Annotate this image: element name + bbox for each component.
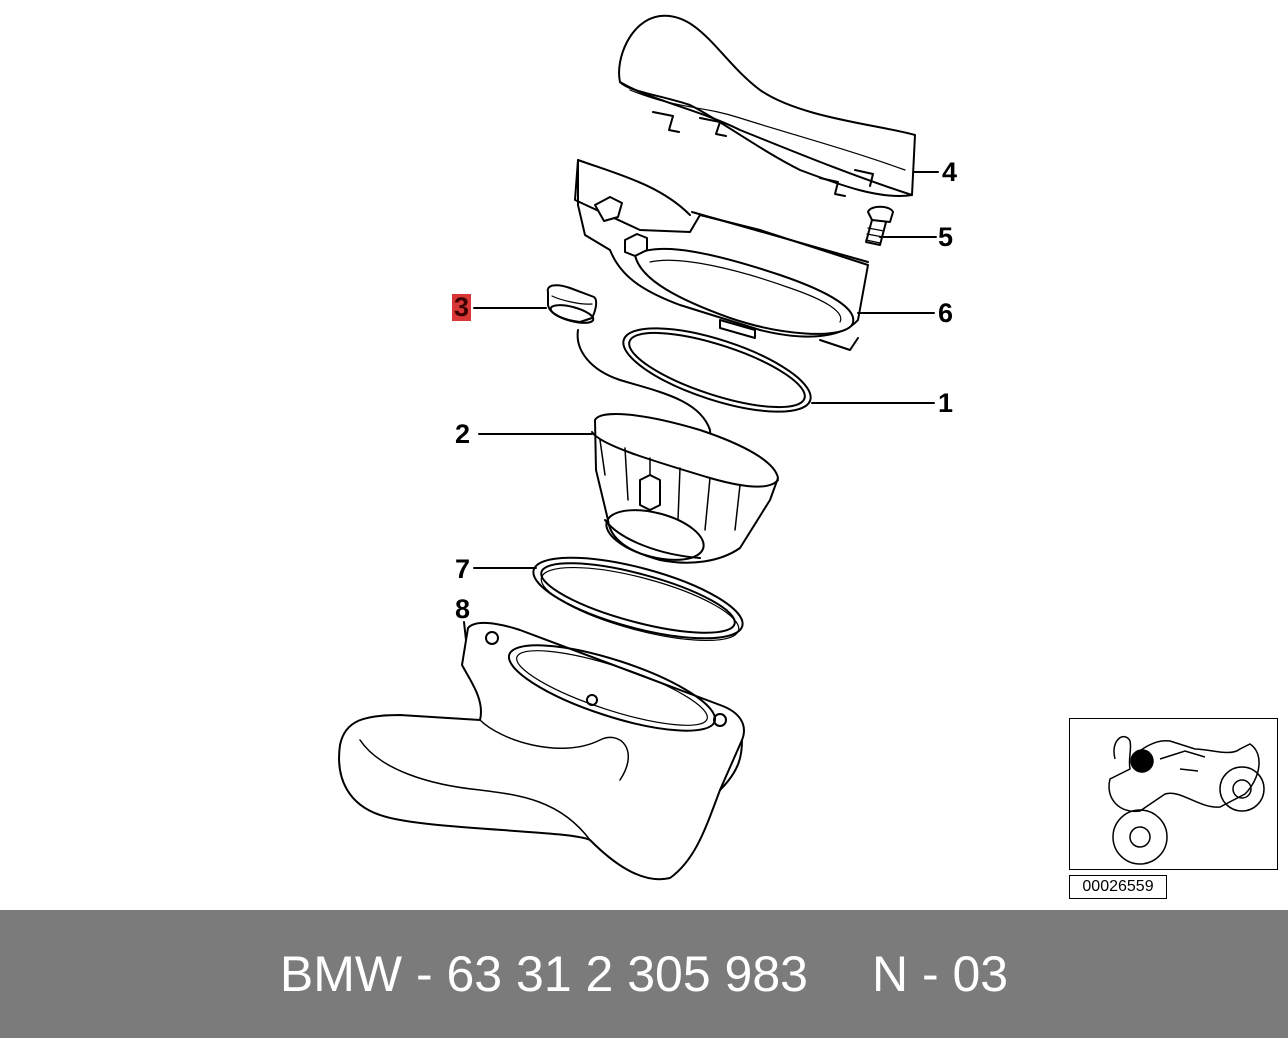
motorcycle-icon bbox=[1108, 736, 1265, 865]
callout-7: 7 bbox=[455, 554, 471, 584]
part-number-label: BMW - 63 31 2 305 983 bbox=[279, 946, 808, 1002]
callout-4: 4 bbox=[942, 157, 958, 187]
diagram-reference-number: 00026559 bbox=[1069, 875, 1167, 899]
callout-8: 8 bbox=[455, 594, 471, 624]
leader-lines bbox=[463, 171, 939, 641]
part-4-cover bbox=[618, 14, 916, 197]
exploded-view-drawing bbox=[338, 14, 939, 881]
part-8-lower-housing bbox=[338, 622, 745, 881]
footer-bar: BMW - 63 31 2 305 983 N - 03 bbox=[0, 910, 1288, 1038]
part-1-ring bbox=[622, 327, 812, 413]
part-7-gasket bbox=[532, 556, 744, 642]
part-5-screw bbox=[865, 205, 894, 246]
motorcycle-location-thumbnail bbox=[1069, 718, 1278, 870]
part-6-housing bbox=[574, 159, 869, 351]
note-label: N - 03 bbox=[871, 946, 1009, 1002]
part-3-bulb-socket bbox=[546, 284, 713, 461]
callout-3-highlighted: 3 bbox=[452, 292, 472, 322]
parts-diagram: 4 5 6 1 2 3 7 8 00026559 bbox=[338, 14, 1278, 899]
part-2-instrument bbox=[591, 413, 779, 564]
callout-6: 6 bbox=[938, 298, 954, 328]
callout-2: 2 bbox=[455, 419, 471, 449]
callout-1: 1 bbox=[938, 388, 954, 418]
callout-5: 5 bbox=[938, 222, 954, 252]
